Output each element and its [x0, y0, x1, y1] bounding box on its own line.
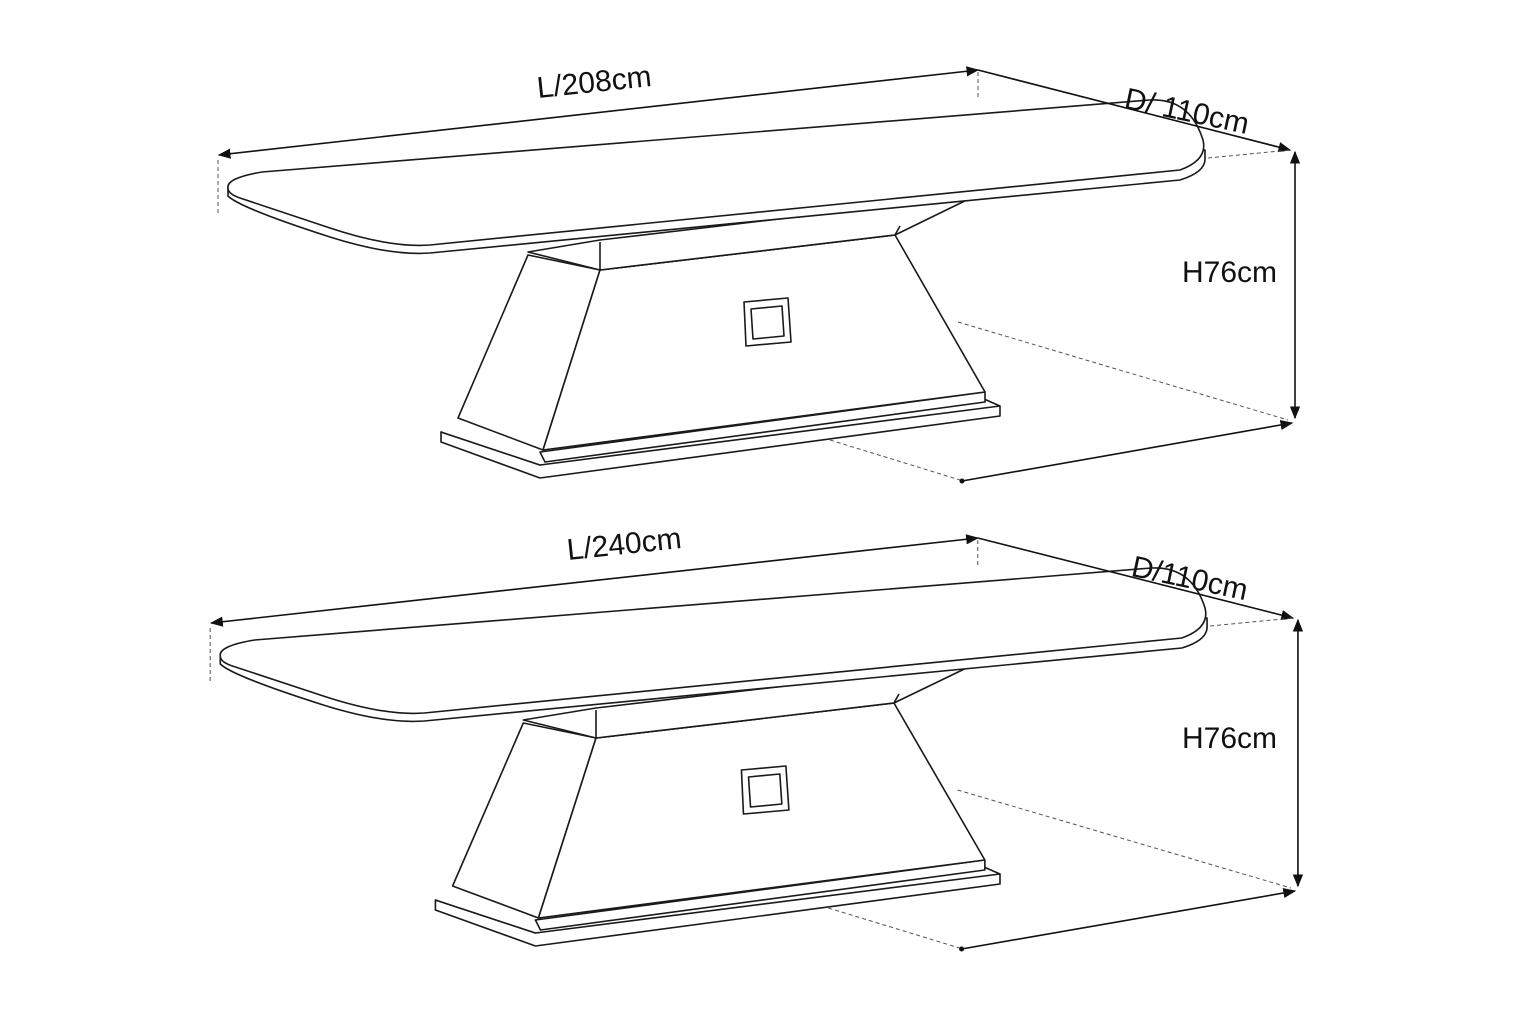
height-label-top: H76cm [1182, 256, 1278, 289]
height-label-bottom: H76cm [1182, 722, 1278, 755]
table-208-drawing [218, 70, 1295, 484]
table-240-drawing [210, 538, 1298, 952]
